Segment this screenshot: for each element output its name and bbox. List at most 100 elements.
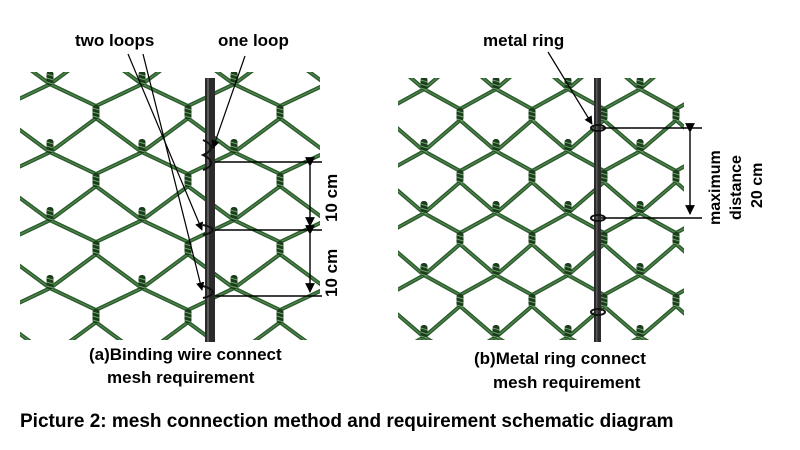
mesh-twist-line bbox=[276, 183, 284, 187]
mesh-twist bbox=[385, 294, 392, 307]
mesh-twist-line bbox=[323, 142, 330, 144]
mesh-twist-line bbox=[564, 335, 572, 339]
mesh-twist bbox=[709, 325, 716, 338]
mesh-twist-line bbox=[492, 269, 500, 273]
mesh-twist-line bbox=[349, 328, 356, 330]
mesh-twist-line bbox=[138, 141, 146, 145]
dimension-lines-a bbox=[215, 157, 322, 297]
mesh-twist-line bbox=[139, 6, 146, 8]
mesh-twist-line bbox=[745, 367, 752, 369]
mesh-twist-line bbox=[349, 394, 356, 396]
mesh-twist-line bbox=[1, 108, 8, 110]
mesh-twist bbox=[323, 3, 330, 17]
mesh-twist bbox=[493, 15, 500, 28]
binding-wire-loops bbox=[200, 139, 214, 299]
mesh-twist-line bbox=[672, 180, 680, 184]
mesh-twist-line bbox=[745, 235, 752, 237]
mesh-twist-line bbox=[636, 203, 644, 207]
mesh-twist-line bbox=[323, 10, 330, 12]
mesh-twist-line bbox=[600, 234, 608, 238]
mesh-twist-line bbox=[349, 336, 356, 338]
mesh-twist-line bbox=[709, 22, 716, 24]
mesh-twist bbox=[139, 3, 146, 17]
mesh-twist-line bbox=[369, 320, 376, 322]
mesh-twist-line bbox=[184, 315, 192, 319]
mesh-twist-line bbox=[456, 110, 464, 114]
mesh-twist-line bbox=[672, 238, 680, 242]
mesh-twist-line bbox=[46, 217, 54, 221]
mesh-twist bbox=[349, 201, 356, 214]
mesh-twist-line bbox=[637, 26, 644, 28]
mesh-twist-line bbox=[369, 388, 376, 390]
mesh-twist-line bbox=[564, 273, 572, 277]
mesh-twist-line bbox=[600, 304, 608, 308]
mesh-twist-line bbox=[672, 300, 680, 304]
mesh-twist-line bbox=[420, 269, 428, 273]
mesh-twist-line bbox=[636, 211, 644, 215]
mesh-twist-line bbox=[492, 207, 500, 211]
mesh-twist-line bbox=[492, 211, 500, 215]
mesh-twist-line bbox=[138, 77, 146, 81]
mesh-twist bbox=[1, 309, 8, 323]
binding-wire-post bbox=[205, 78, 215, 342]
mesh-twist bbox=[231, 3, 238, 17]
mesh-twist-line bbox=[528, 234, 536, 238]
mesh-twist bbox=[385, 46, 392, 59]
mesh-twist-line bbox=[230, 145, 238, 149]
mesh-twist-line bbox=[600, 114, 608, 118]
mesh-twist-line bbox=[385, 301, 392, 303]
mesh-twist-line bbox=[672, 176, 680, 180]
mesh-twist-line bbox=[600, 242, 608, 246]
mesh-twist-line bbox=[600, 300, 608, 304]
mesh-twist-line bbox=[492, 203, 500, 207]
mesh-twist-line bbox=[456, 176, 464, 180]
caption-b-line1: (b)Metal ring connect bbox=[474, 349, 646, 368]
mesh-twist-line bbox=[349, 84, 356, 86]
mesh-twist-line bbox=[673, 57, 680, 59]
mesh-twist-line bbox=[493, 398, 500, 400]
mesh-twist-line bbox=[230, 277, 238, 281]
mesh-twist bbox=[745, 418, 752, 431]
mesh-twist-line bbox=[709, 332, 716, 334]
mesh-twist-line bbox=[46, 149, 54, 153]
mesh-twist-line bbox=[138, 285, 146, 289]
mesh-twist-line bbox=[47, 346, 54, 348]
mesh-twist-line bbox=[709, 88, 716, 90]
mesh-twist-line bbox=[349, 270, 356, 272]
mesh-twist-line bbox=[672, 234, 680, 238]
mesh-twist-line bbox=[323, 346, 330, 348]
mesh-twist bbox=[421, 15, 428, 28]
mesh-twist-line bbox=[46, 277, 54, 281]
mesh-twist-line bbox=[420, 327, 428, 331]
mesh-twist-line bbox=[276, 319, 284, 323]
figure-caption: Picture 2: mesh connection method and re… bbox=[20, 411, 674, 432]
mesh-twist-line bbox=[349, 266, 356, 268]
mesh-twist-line bbox=[529, 53, 536, 55]
mesh-twist-line bbox=[230, 149, 238, 153]
mesh-twist-line bbox=[456, 234, 464, 238]
mesh-twist-line bbox=[672, 172, 680, 176]
mesh-twist-line bbox=[709, 270, 716, 272]
mesh-twist-line bbox=[636, 87, 644, 91]
mesh-twist-line bbox=[745, 305, 752, 307]
mesh-twist-line bbox=[184, 311, 192, 315]
mesh-twist-line bbox=[369, 184, 376, 186]
mesh-twist-line bbox=[349, 22, 356, 24]
mesh-twist-line bbox=[323, 146, 330, 148]
mesh-twist-line bbox=[231, 6, 238, 8]
mesh-twist-line bbox=[528, 172, 536, 176]
mesh-twist bbox=[1, 37, 8, 51]
mesh-twist-line bbox=[528, 300, 536, 304]
mesh-twist-line bbox=[457, 49, 464, 51]
mesh-twist-line bbox=[636, 79, 644, 83]
mesh-twist-line bbox=[323, 354, 330, 356]
caption-a-line2: mesh requirement bbox=[107, 368, 255, 387]
mesh-twist-line bbox=[138, 213, 146, 217]
mesh-twist-line bbox=[276, 115, 284, 119]
mesh-twist bbox=[323, 343, 330, 357]
mesh-twist-line bbox=[385, 235, 392, 237]
mesh-twist-line bbox=[369, 48, 376, 50]
mesh-twist-line bbox=[421, 22, 428, 24]
mesh-twist-line bbox=[636, 265, 644, 269]
mesh-twist-line bbox=[385, 49, 392, 51]
